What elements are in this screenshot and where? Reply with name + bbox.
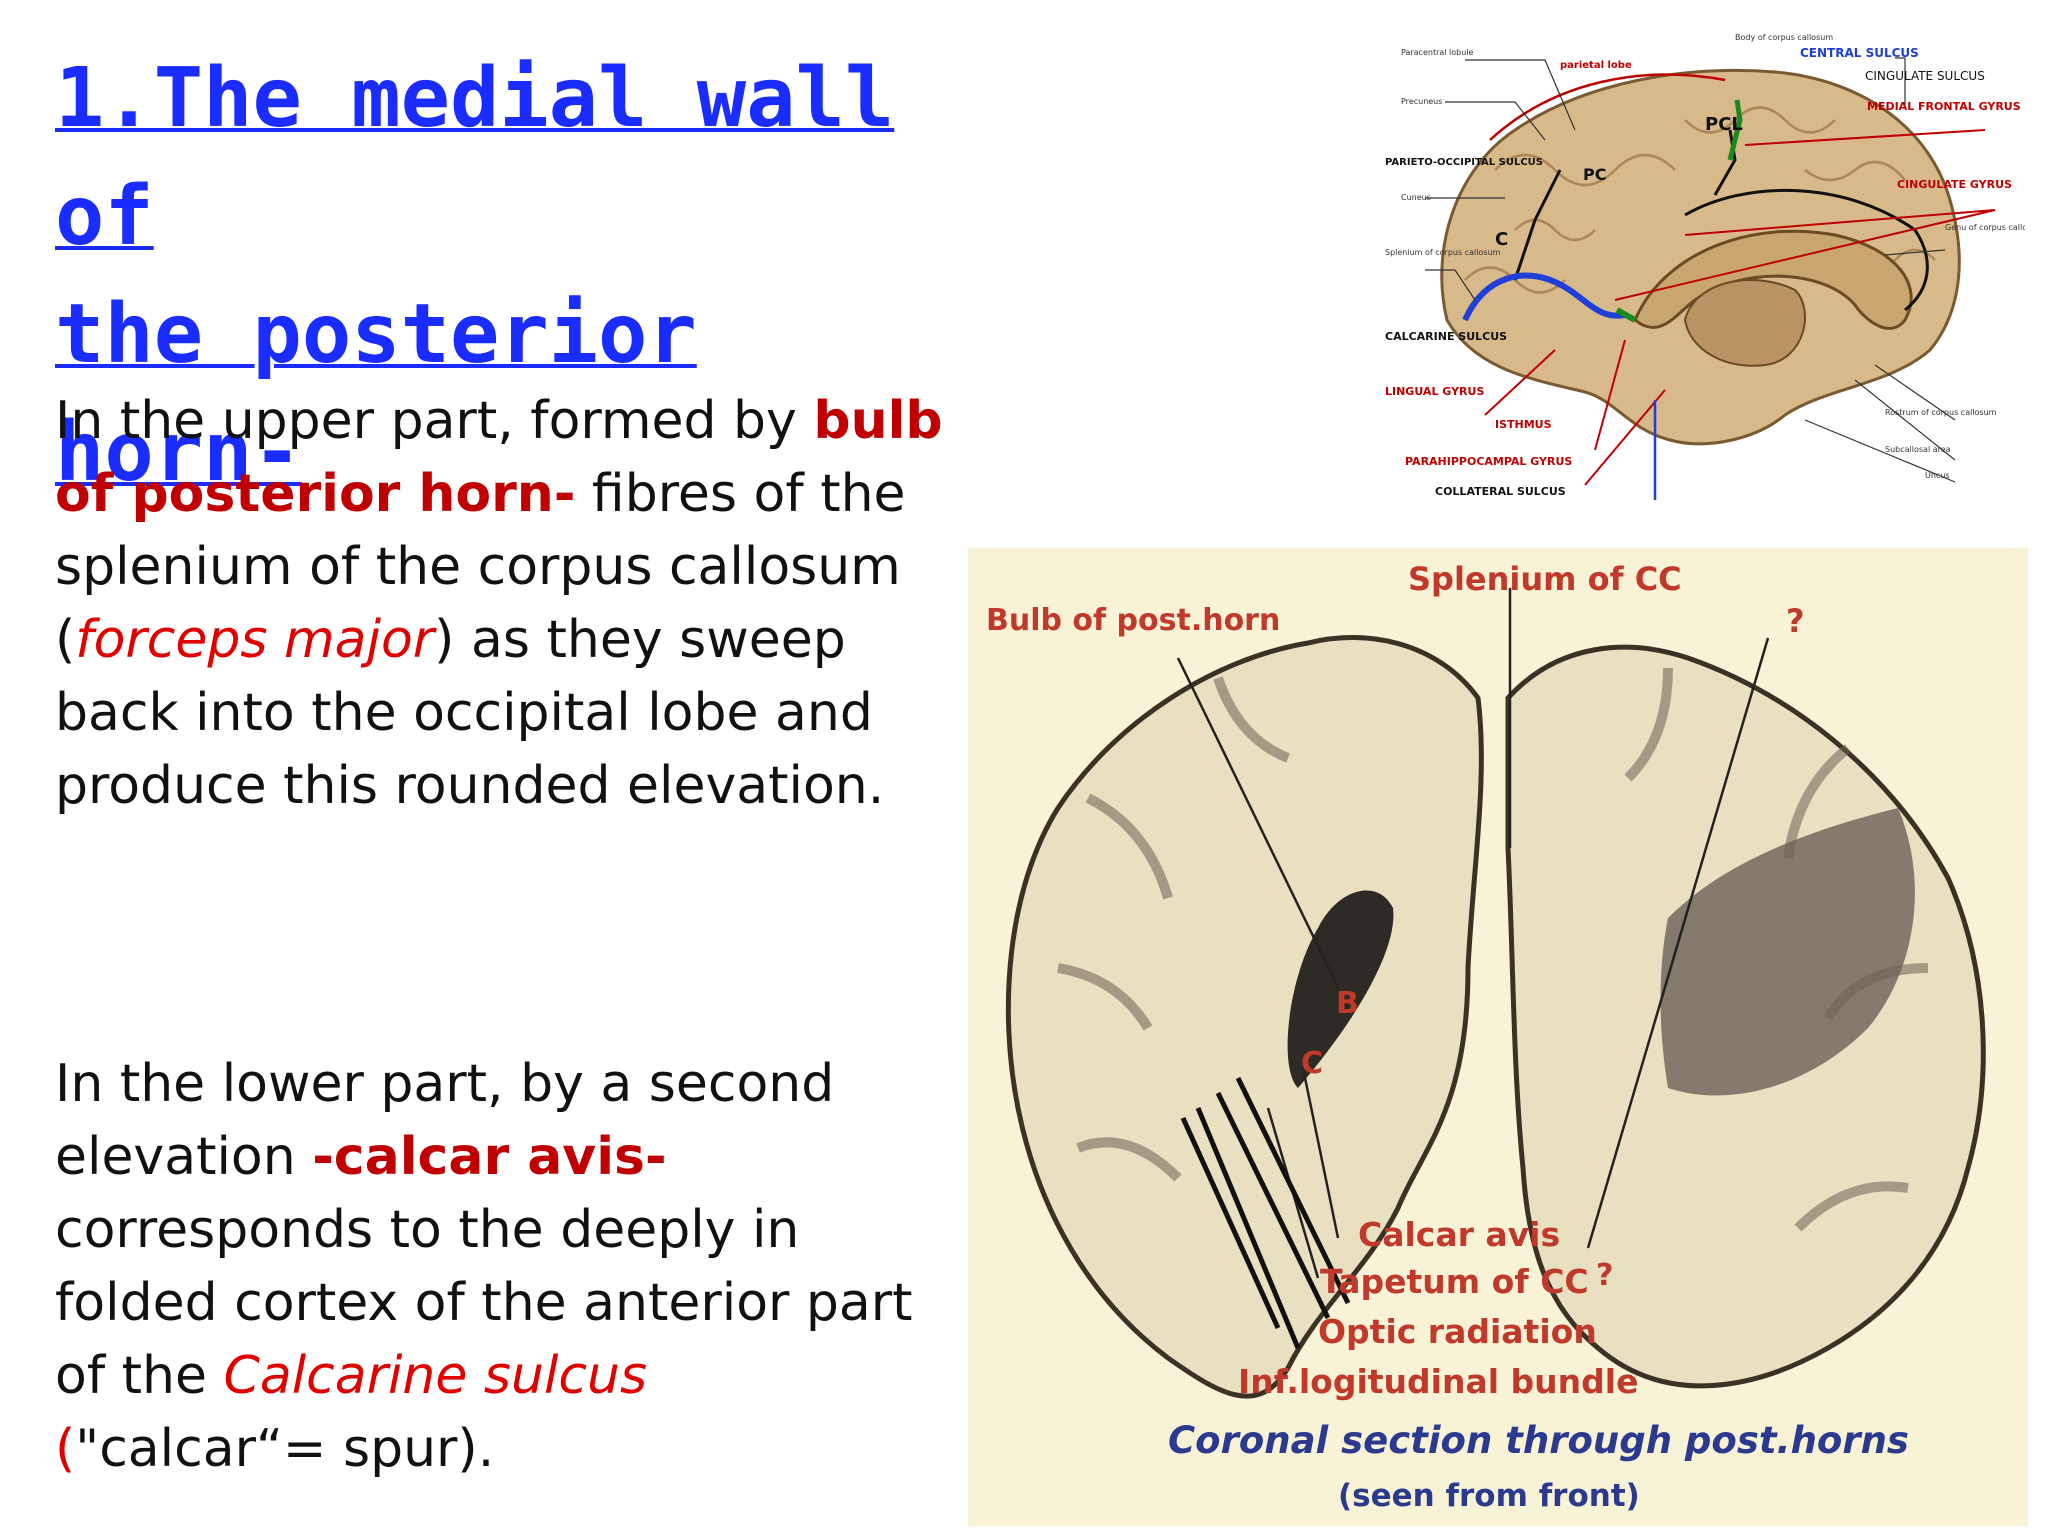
- label-collateral: COLLATERAL SULCUS: [1435, 485, 1566, 498]
- label-parietal-lobe: parietal lobe: [1560, 60, 1632, 71]
- label-cingulate-gyrus: CINGULATE GYRUS: [1897, 178, 2012, 191]
- label-inf-long-bundle: Inf.logitudinal bundle: [1238, 1362, 1638, 1401]
- slide-title: 1.The medial wall of the posterior horn-: [55, 40, 955, 512]
- label-cingulate-sulcus: CINGULATE SULCUS: [1865, 69, 1985, 83]
- label-paracentral: Paracentral lobule: [1401, 48, 1474, 57]
- section-subcaption: (seen from front): [1338, 1478, 1640, 1514]
- label-precuneus: Precuneus: [1401, 97, 1442, 106]
- right-posterior-horn: [1660, 808, 1915, 1096]
- label-splenium: Splenium of corpus callosum: [1385, 248, 1501, 257]
- label-rostrum: Rostrum of corpus callosum: [1885, 408, 1997, 417]
- pointer-lines: [1484, 129, 1996, 486]
- label-b: B: [1336, 986, 1359, 1021]
- label-c: C: [1495, 229, 1508, 250]
- section-caption: Coronal section through post.horns: [1168, 1419, 1909, 1462]
- p2-text-c: corresponds to the deeply in folded cort…: [55, 1200, 913, 1406]
- p1-text-e: ) as they sweep back into the occipital …: [55, 610, 885, 816]
- label-central-sulcus: CENTRAL SULCUS: [1800, 46, 1919, 60]
- label-isthmus: ISTHMUS: [1495, 418, 1552, 431]
- label-subcallosal: Subcallosal area: [1885, 445, 1951, 454]
- leader-lines: [1425, 57, 1956, 483]
- p1-text-a: In the upper part, formed by: [55, 391, 814, 451]
- label-cuneus: Cuneus: [1401, 193, 1431, 202]
- brain-medial-surface-figure: Paracentral lobule parietal lobe Body of…: [1385, 33, 2025, 500]
- label-pc: PC: [1583, 165, 1606, 184]
- calcar-avis-term: -calcar avis-: [312, 1127, 667, 1187]
- label-splenium-cc: Splenium of CC: [1408, 560, 1682, 598]
- bulb-term: bulb of posterior horn-: [55, 391, 943, 524]
- label-lingual: LINGUAL GYRUS: [1385, 385, 1484, 398]
- upper-part-paragraph: In the upper part, formed by bulb of pos…: [55, 385, 955, 823]
- label-body-cc: Body of corpus callosum: [1735, 33, 1833, 42]
- p2-text-f: "calcar“= spur).: [75, 1419, 495, 1479]
- calcarine-blue-line: [1462, 272, 1626, 322]
- tract-lines: [1180, 1076, 1351, 1349]
- p2-text-a: In the lower part, by a second elevation: [55, 1054, 835, 1187]
- label-bulb-post-horn: Bulb of post.horn: [986, 603, 1280, 638]
- cingulate-sulcus-line: [1684, 188, 1929, 312]
- collateral-sulcus-pointer: [1653, 400, 1657, 500]
- label-question-2: ?: [1596, 1258, 1613, 1293]
- label-c-section: C: [1301, 1046, 1323, 1081]
- calcarine-sulcus-term: Calcarine sulcus: [223, 1346, 648, 1406]
- label-parahippocampal: PARAHIPPOCAMPAL GYRUS: [1405, 455, 1572, 468]
- label-medial-frontal: MEDIAL FRONTAL GYRUS: [1867, 100, 2021, 113]
- title-line-1: 1.The medial wall of: [55, 51, 895, 264]
- label-calcar-avis: Calcar avis: [1358, 1215, 1560, 1254]
- label-question-1: ?: [1786, 602, 1805, 640]
- label-optic-radiation: Optic radiation: [1318, 1312, 1597, 1351]
- label-uncus: Uncus: [1925, 471, 1950, 480]
- green-calcarine-end: [1615, 307, 1637, 323]
- lower-part-paragraph: In the lower part, by a second elevation…: [55, 1048, 955, 1486]
- thalamus-region: [1683, 279, 1806, 367]
- forceps-major-term: forceps major: [75, 610, 435, 670]
- parieto-occipital-line: [1513, 169, 1562, 281]
- p1-text-c: fibres of the splenium of the corpus cal…: [55, 464, 906, 670]
- central-sulcus-line: [1713, 129, 1737, 196]
- label-tapetum: Tapetum of CC: [1320, 1262, 1589, 1301]
- label-calcarine: CALCARINE SULCUS: [1385, 330, 1507, 343]
- title-line-2: the posterior horn-: [55, 287, 697, 500]
- label-pcl: PCL: [1705, 114, 1743, 135]
- label-parieto-occipital: PARIETO-OCCIPITAL SULCUS: [1385, 157, 1543, 168]
- coronal-section-figure: Splenium of CC Bulb of post.horn ? B C C…: [968, 548, 2028, 1526]
- p2-open-paren: (: [55, 1419, 76, 1479]
- parietal-lobe-arc: [1489, 73, 1726, 141]
- label-genu: Genu of corpus callosum: [1945, 223, 2025, 232]
- green-sulcus-mark: [1727, 99, 1743, 161]
